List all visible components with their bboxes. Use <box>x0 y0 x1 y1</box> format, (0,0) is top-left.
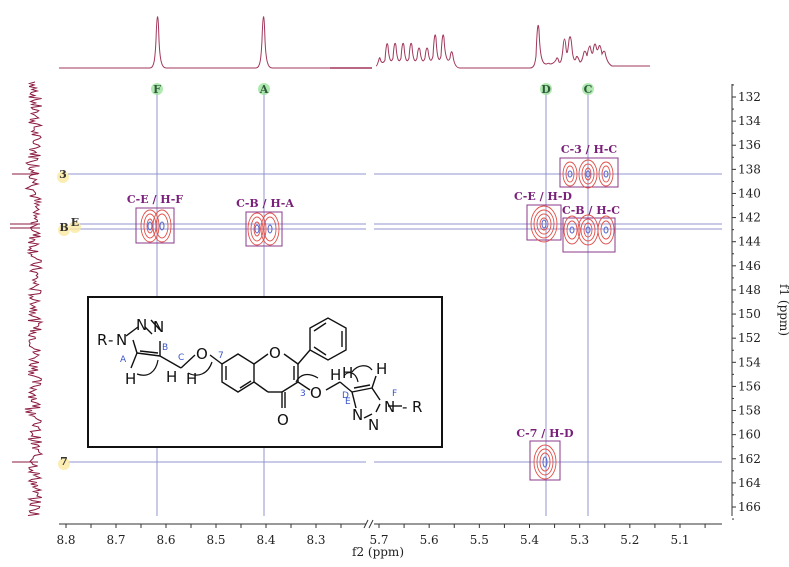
svg-text:C-B / H-C: C-B / H-C <box>562 204 620 217</box>
marker-D: D <box>540 83 552 96</box>
svg-text:O: O <box>277 411 289 429</box>
svg-text:N: N <box>384 398 395 416</box>
x-tick-label: 8.8 <box>56 533 75 547</box>
svg-text:F: F <box>153 83 161 96</box>
left-13c-trace <box>10 81 44 516</box>
x-tick-label: 5.3 <box>570 533 589 547</box>
svg-text:N: N <box>352 406 363 424</box>
x-tick-label: 5.2 <box>620 533 639 547</box>
y-tick-label: 144 <box>738 235 761 249</box>
svg-text:3: 3 <box>300 389 306 399</box>
marker-F: F <box>151 83 163 96</box>
svg-text:H: H <box>376 360 387 378</box>
correlation-C-B-H-C: C-B / H-C <box>562 204 620 253</box>
x-tick-label: 5.1 <box>670 533 689 547</box>
svg-text:C-3 / H-C: C-3 / H-C <box>561 143 618 156</box>
svg-text:R: R <box>97 331 107 349</box>
y-tick-label: 148 <box>738 283 761 297</box>
y-tick-label: 164 <box>738 476 761 490</box>
x-tick-label: 5.5 <box>470 533 489 547</box>
svg-text:N: N <box>153 318 164 336</box>
svg-text:-: - <box>402 398 407 416</box>
marker-B: B <box>58 221 70 236</box>
svg-text:f2 (ppm): f2 (ppm) <box>352 545 404 559</box>
x-tick-label: 8.4 <box>256 533 275 547</box>
y-tick-label: 140 <box>738 186 761 200</box>
svg-text:C: C <box>178 353 184 363</box>
y-tick-label: 160 <box>738 428 761 442</box>
marker-7: 7 <box>58 455 70 470</box>
svg-text:H: H <box>166 368 177 386</box>
svg-text:H: H <box>186 370 197 388</box>
y-tick-label: 150 <box>738 307 761 321</box>
svg-text:B: B <box>162 343 168 353</box>
correlation-C-B-H-A: C-B / H-A <box>236 197 294 247</box>
correlation-C-E-H-F: C-E / H-F <box>127 193 183 244</box>
x-tick-label: 8.7 <box>106 533 125 547</box>
svg-text:H: H <box>330 366 341 384</box>
svg-text:A: A <box>120 355 127 365</box>
y-tick-label: 154 <box>738 355 761 369</box>
y-tick-label: 146 <box>738 259 761 273</box>
svg-text:F: F <box>392 389 397 399</box>
y-tick-label: 166 <box>738 500 761 514</box>
svg-text:C: C <box>584 83 593 96</box>
svg-text:C-7 / H-D: C-7 / H-D <box>516 427 574 440</box>
y-tick-label: 134 <box>738 114 761 128</box>
correlation-C-3-H-C: C-3 / H-C <box>559 143 619 189</box>
proton-markers: F A D C <box>151 83 594 96</box>
axis-break-icon <box>363 519 374 529</box>
svg-text:C-B / H-A: C-B / H-A <box>236 197 294 210</box>
svg-text:O: O <box>269 344 281 362</box>
y-tick-label: 142 <box>738 211 761 225</box>
x-tick-label: 5.6 <box>420 533 439 547</box>
svg-text:N: N <box>368 416 379 434</box>
svg-text:-: - <box>108 331 113 349</box>
svg-text:O: O <box>310 384 322 402</box>
y-tick-label: 158 <box>738 404 761 418</box>
svg-text:H: H <box>342 364 353 382</box>
structure-inset: R - N N N H H H O O O O H H H N N N - R … <box>87 296 443 448</box>
y-tick-label: 132 <box>738 90 761 104</box>
svg-text:E: E <box>71 216 79 229</box>
correlation-C-E-H-D: C-E / H-D <box>514 190 572 243</box>
svg-text:f1 (ppm): f1 (ppm) <box>777 284 789 336</box>
svg-text:O: O <box>196 345 208 363</box>
x-tick-label: 8.5 <box>206 533 225 547</box>
x-tick-label: 5.4 <box>520 533 539 547</box>
svg-text:D: D <box>541 83 551 96</box>
svg-text:A: A <box>259 83 269 96</box>
svg-text:N: N <box>116 331 127 349</box>
y-tick-label: 136 <box>738 138 761 152</box>
svg-text:C-E / H-F: C-E / H-F <box>127 193 183 206</box>
marker-A: A <box>258 83 270 96</box>
svg-text:D: D <box>342 391 349 401</box>
svg-text:B: B <box>59 221 68 234</box>
svg-text:R: R <box>412 398 422 416</box>
top-1h-spectrum <box>59 16 650 69</box>
svg-text:E: E <box>345 397 351 407</box>
y-tick-label: 138 <box>738 162 761 176</box>
svg-text:7: 7 <box>60 455 68 468</box>
correlation-C-7-H-D: C-7 / H-D <box>516 427 574 481</box>
y-axis: 132 134 136 138 140 142 144 146 148 150 152 154 156 1… <box>731 84 789 520</box>
carbon-markers: 3 B E 7 <box>57 168 81 470</box>
y-tick-label: 162 <box>738 452 761 466</box>
x-tick-label: 5.7 <box>369 533 388 547</box>
svg-text:C-E / H-D: C-E / H-D <box>514 190 572 203</box>
svg-text:H: H <box>125 370 136 388</box>
y-tick-label: 156 <box>738 379 761 393</box>
y-tick-label: 152 <box>738 331 761 345</box>
marker-E: E <box>69 216 81 233</box>
svg-text:N: N <box>136 316 147 334</box>
x-tick-label: 8.3 <box>306 533 325 547</box>
marker-C: C <box>582 83 594 96</box>
marker-3: 3 <box>57 168 69 183</box>
svg-text:7: 7 <box>218 351 224 361</box>
x-tick-label: 8.6 <box>156 533 175 547</box>
svg-text:3: 3 <box>59 168 67 181</box>
